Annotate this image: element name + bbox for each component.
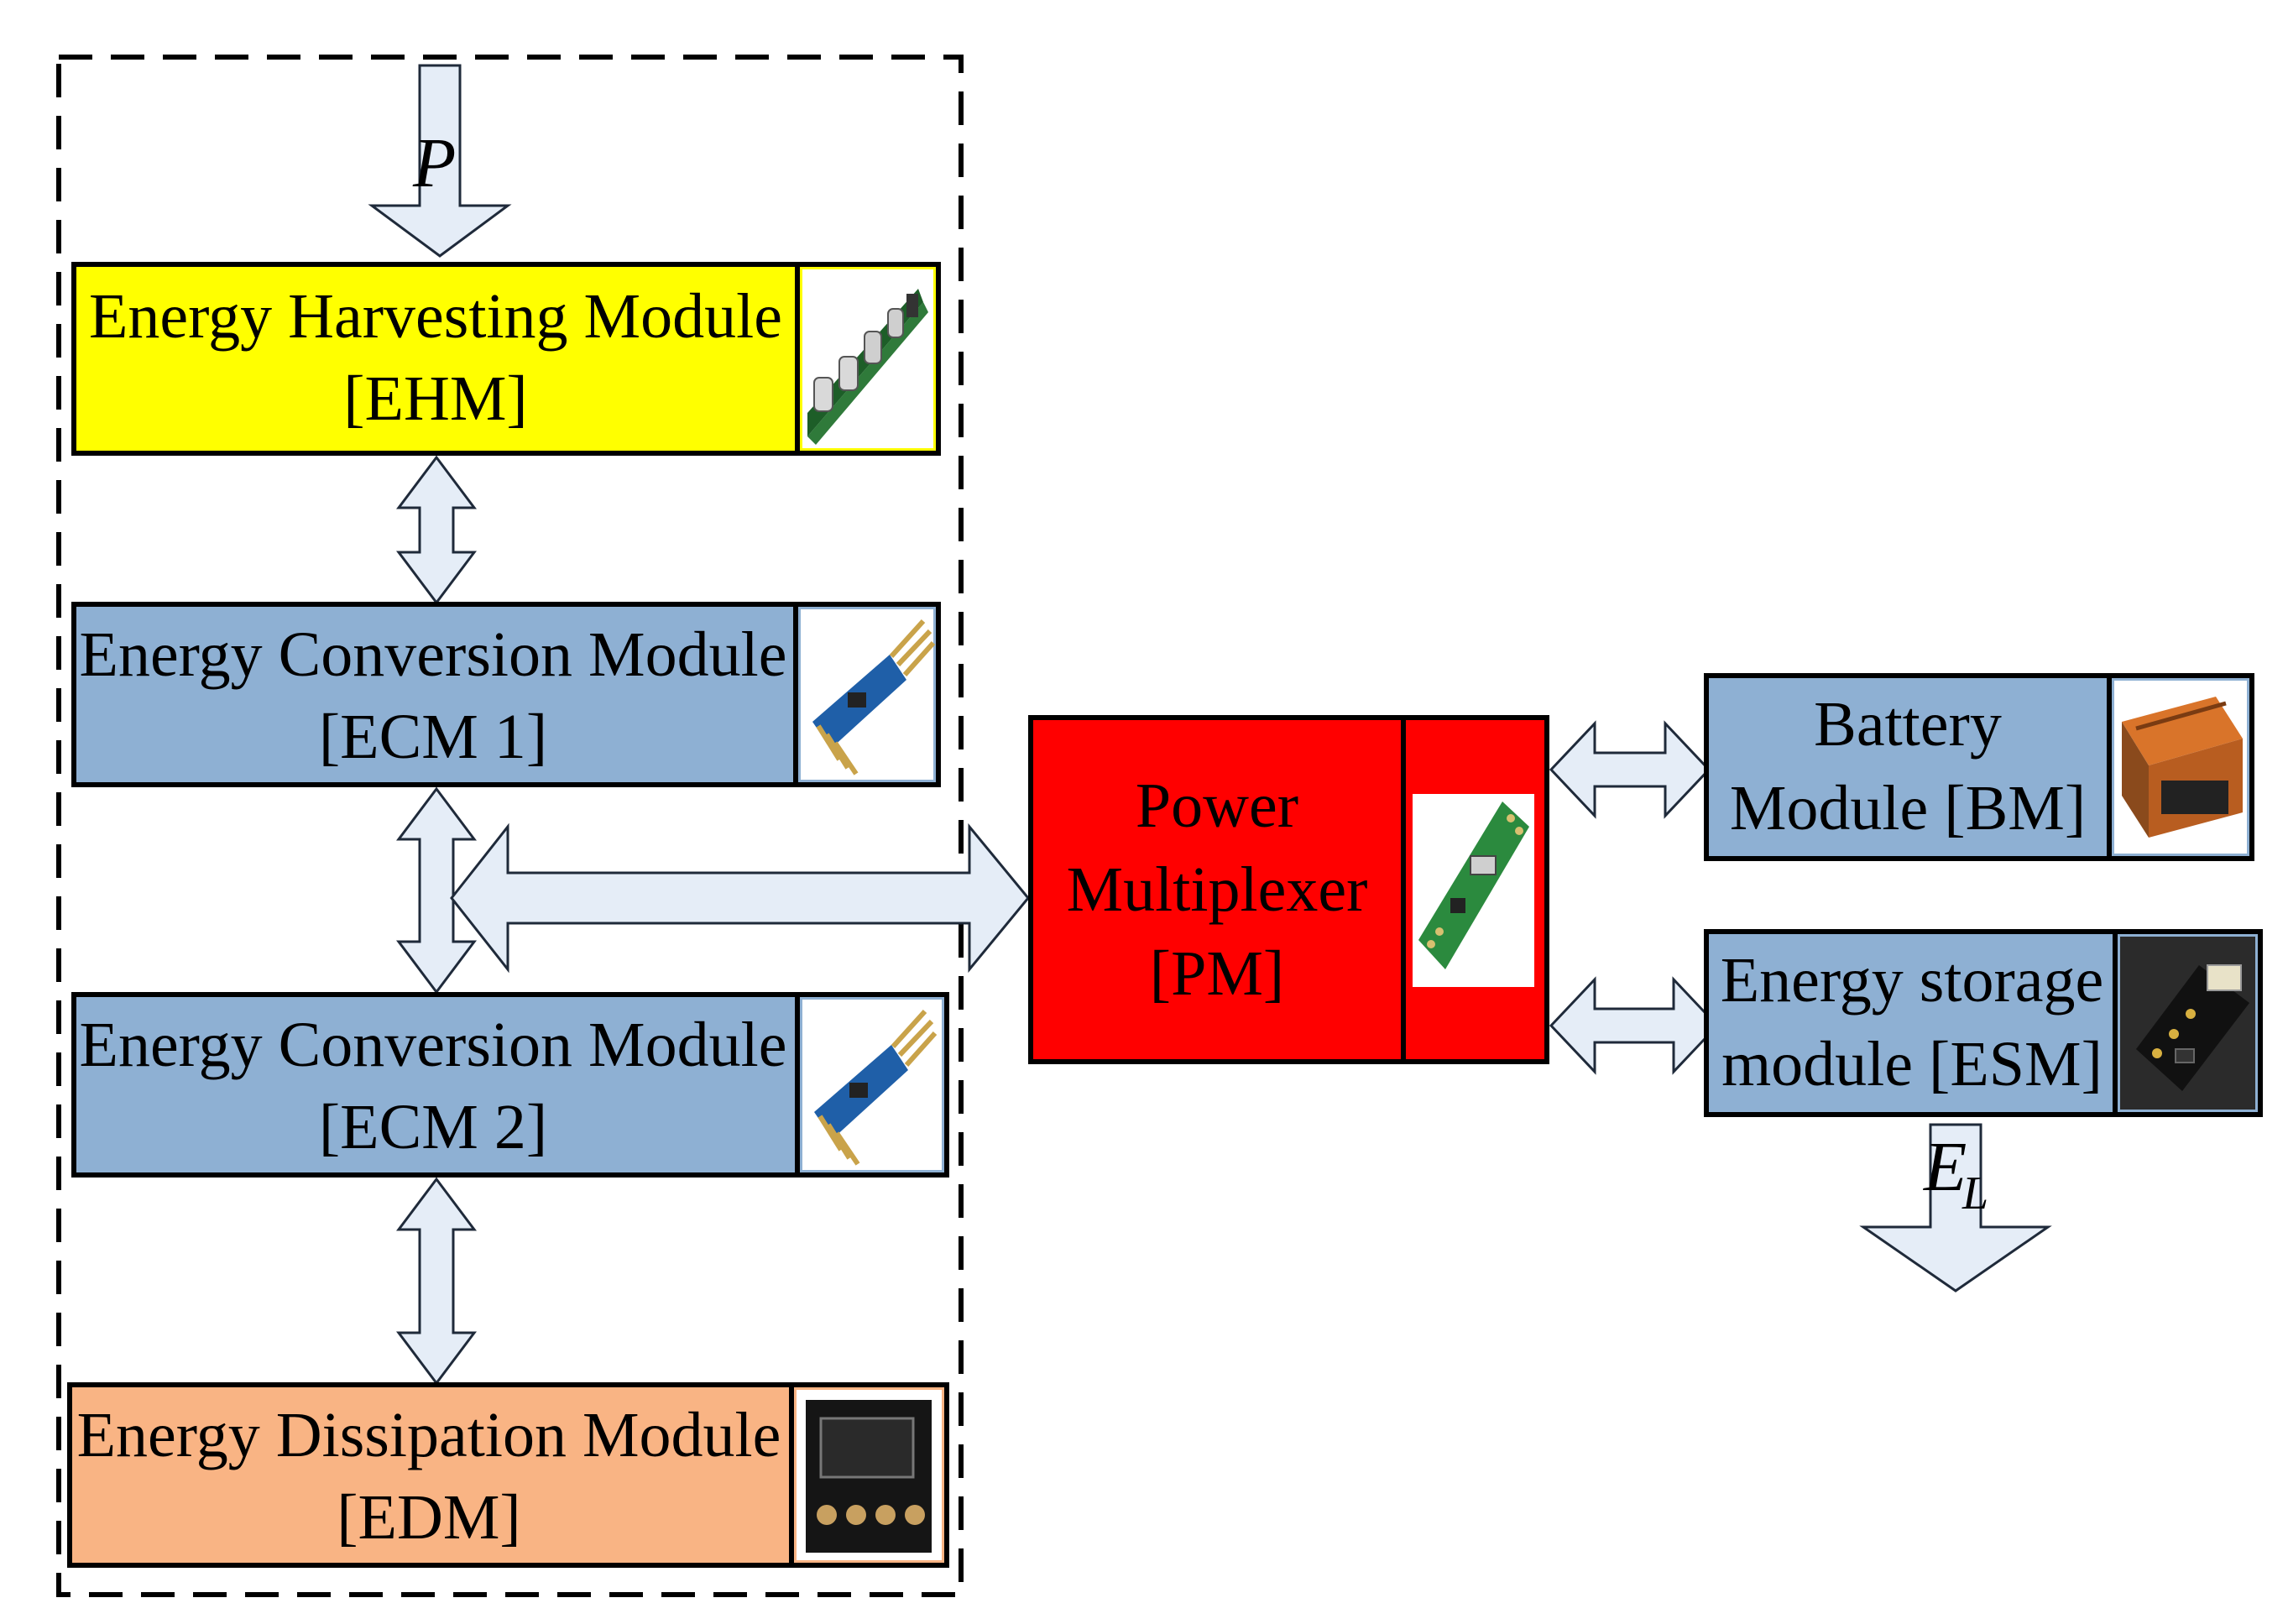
pm-label-line1: Power bbox=[1136, 770, 1298, 841]
dissipation-board-icon bbox=[797, 1390, 942, 1560]
pm-label-line2: Multiplexer bbox=[1067, 854, 1368, 925]
ehm-box bbox=[71, 262, 941, 456]
energy-output-subscript: L bbox=[1962, 1167, 1988, 1219]
bm-label-line1: Battery bbox=[1814, 689, 2002, 760]
battery-pack-icon bbox=[2114, 681, 2247, 854]
power-input-symbol: P bbox=[412, 124, 456, 202]
energy-output-arrow bbox=[1859, 1123, 2052, 1292]
ecm2-edm-arrow bbox=[396, 1177, 477, 1386]
bm-block: Battery Module [BM] bbox=[1704, 673, 2254, 861]
harvester-board-icon bbox=[802, 269, 933, 448]
group-pm-arrow bbox=[450, 822, 1030, 974]
module-group-boundary bbox=[56, 55, 964, 1597]
esm-label-line1: Energy storage bbox=[1721, 945, 2104, 1016]
converter-board-icon bbox=[802, 1000, 942, 1170]
edm-block: Energy Dissipation Module [EDM] bbox=[67, 1382, 949, 1568]
ehm-block: Energy Harvesting Module [EHM] bbox=[71, 262, 941, 456]
esm-label-line2: module [ESM] bbox=[1721, 1029, 2103, 1099]
multiplexer-board-icon bbox=[1413, 794, 1534, 987]
esm-block: Energy storage module [ESM] bbox=[1704, 929, 2263, 1117]
ecm2-box bbox=[71, 992, 949, 1178]
pm-block: Power Multiplexer [PM] bbox=[1028, 715, 1549, 1064]
pm-label-line3: [PM] bbox=[1150, 938, 1284, 1009]
ehm-label-line2: [EHM] bbox=[343, 363, 528, 434]
edm-label-line1: Energy Dissipation Module bbox=[77, 1400, 781, 1470]
pm-bm-arrow bbox=[1549, 720, 1711, 819]
power-input-arrow bbox=[368, 64, 512, 258]
ecm1-label-line2: [ECM 1] bbox=[319, 702, 547, 772]
pm-esm-arrow bbox=[1549, 976, 1720, 1075]
ecm2-label-line1: Energy Conversion Module bbox=[80, 1010, 787, 1080]
ehm-label-line1: Energy Harvesting Module bbox=[89, 281, 782, 352]
edm-label-line2: [EDM] bbox=[337, 1482, 521, 1553]
ehm-ecm1-arrow bbox=[396, 455, 477, 605]
storage-board-icon bbox=[2120, 937, 2255, 1110]
ecm2-block: Energy Conversion Module [ECM 2] bbox=[71, 992, 949, 1178]
energy-output-symbol: E bbox=[1923, 1128, 1967, 1206]
ecm2-label-line2: [ECM 2] bbox=[319, 1092, 547, 1162]
ecm1-block: Energy Conversion Module [ECM 1] bbox=[71, 602, 941, 787]
bm-label-line2: Module [BM] bbox=[1730, 773, 2086, 843]
converter-board-icon bbox=[801, 609, 936, 780]
ecm1-label-line1: Energy Conversion Module bbox=[80, 619, 787, 690]
